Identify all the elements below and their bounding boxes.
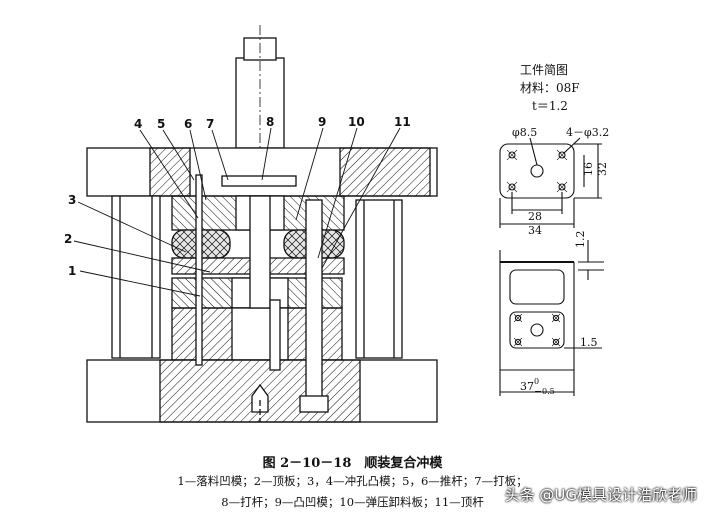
dim-height-outer: 32	[596, 162, 609, 176]
callout-9: 9	[318, 115, 326, 129]
dim-flange-height: 1.2	[574, 231, 587, 249]
dim-width-inner: 28	[528, 210, 542, 223]
callout-4: 4	[134, 117, 142, 131]
callout-8: 8	[266, 115, 274, 129]
callout-5: 5	[157, 117, 165, 131]
callout-3: 3	[68, 193, 76, 207]
watermark: 头条 @UG模具设计浩欣老师	[504, 486, 697, 504]
dim-overall-height: 37	[520, 380, 534, 393]
part-section-view	[499, 240, 604, 396]
callout-10: 10	[348, 115, 365, 129]
guide-post-right	[355, 199, 403, 359]
punch-center	[249, 195, 271, 309]
dim-height-inner: 16	[582, 162, 595, 176]
knockout-plate	[221, 175, 297, 187]
legend-line-2: 8—打杆；9—凸凹模；10—弹压卸料板；11—顶杆	[221, 495, 484, 509]
dim-hole-large: φ8.5	[512, 126, 537, 139]
callout-2: 2	[64, 232, 72, 246]
part-top-view	[499, 137, 602, 228]
guide-post-left	[111, 195, 161, 359]
figure-caption: 图 2－10－18 顺装复合冲模	[262, 456, 443, 471]
ejector-rod	[305, 199, 323, 401]
push-rod-right	[269, 299, 281, 371]
dim-tol-upper: 0	[534, 377, 539, 386]
part-material: 材料：08F	[520, 81, 580, 95]
callout-7: 7	[206, 117, 214, 131]
callouts	[73, 127, 401, 297]
dim-width-outer: 34	[528, 224, 542, 237]
die-assembly	[86, 25, 438, 423]
part-title: 工件简图	[520, 63, 568, 77]
callout-1: 1	[68, 264, 76, 278]
callout-6: 6	[184, 117, 192, 131]
dim-hole-small: 4－φ3.2	[566, 126, 609, 139]
legend-line-1: 1—落料凹模；2—顶板；3，4—冲孔凸模；5，6—推杆；7—打板；	[177, 474, 528, 488]
dim-tol-lower: －0.5	[534, 387, 555, 396]
callout-11: 11	[394, 115, 411, 129]
part-thickness: t＝1.2	[532, 99, 568, 113]
dim-step: 1.5	[580, 336, 598, 349]
